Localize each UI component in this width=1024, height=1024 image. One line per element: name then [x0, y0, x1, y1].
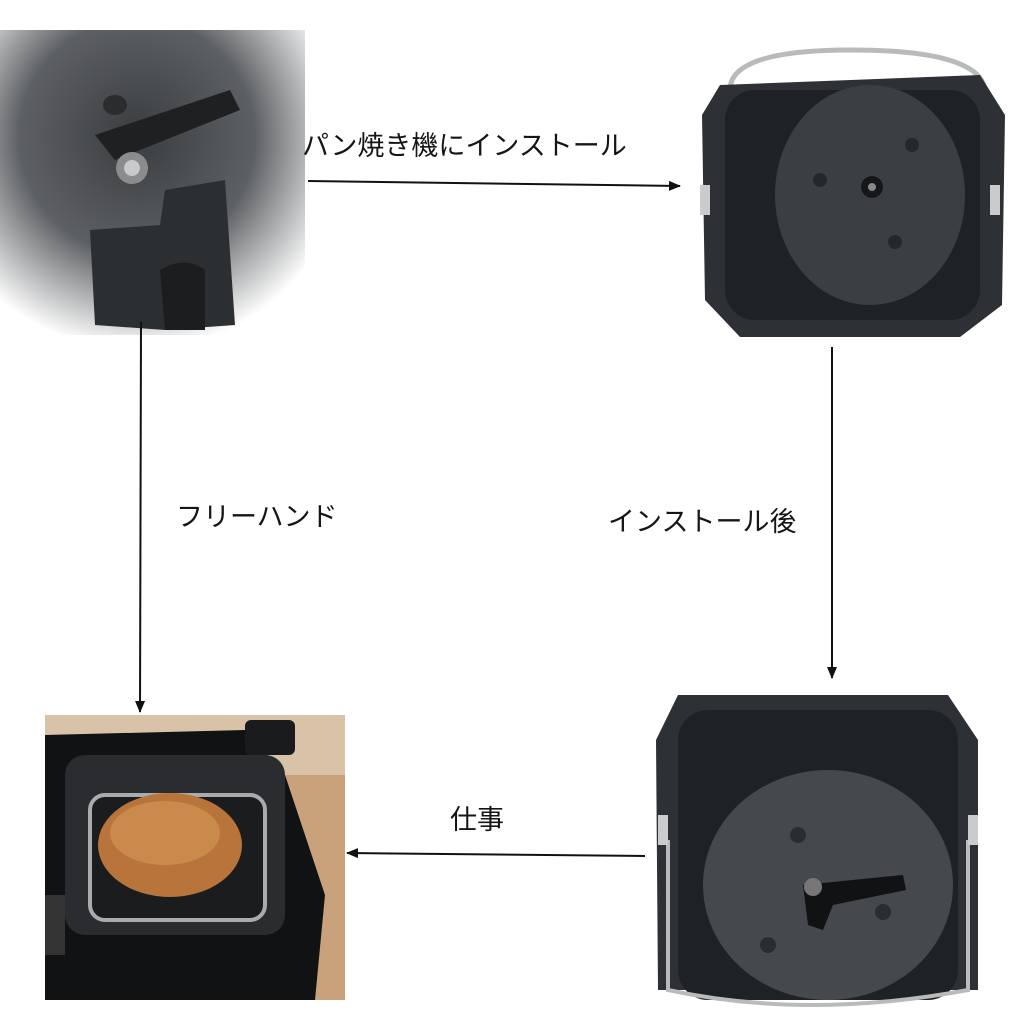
arrow-free-hand: [135, 321, 146, 713]
arrow-install: [307, 180, 681, 191]
bread-machine-with-loaf-photo: [45, 715, 345, 1000]
arrow-work: [346, 848, 646, 859]
label-work: 仕事: [450, 805, 504, 836]
label-after-install: インストール後: [608, 507, 797, 538]
label-install-in-machine: パン焼き機にインストール: [302, 131, 627, 162]
label-free-hand: フリーハンド: [176, 502, 338, 533]
paddle-photo: [0, 30, 305, 335]
bread-pan-empty-photo: [690, 45, 1015, 345]
bread-pan-with-paddle-photo: [648, 690, 988, 1015]
